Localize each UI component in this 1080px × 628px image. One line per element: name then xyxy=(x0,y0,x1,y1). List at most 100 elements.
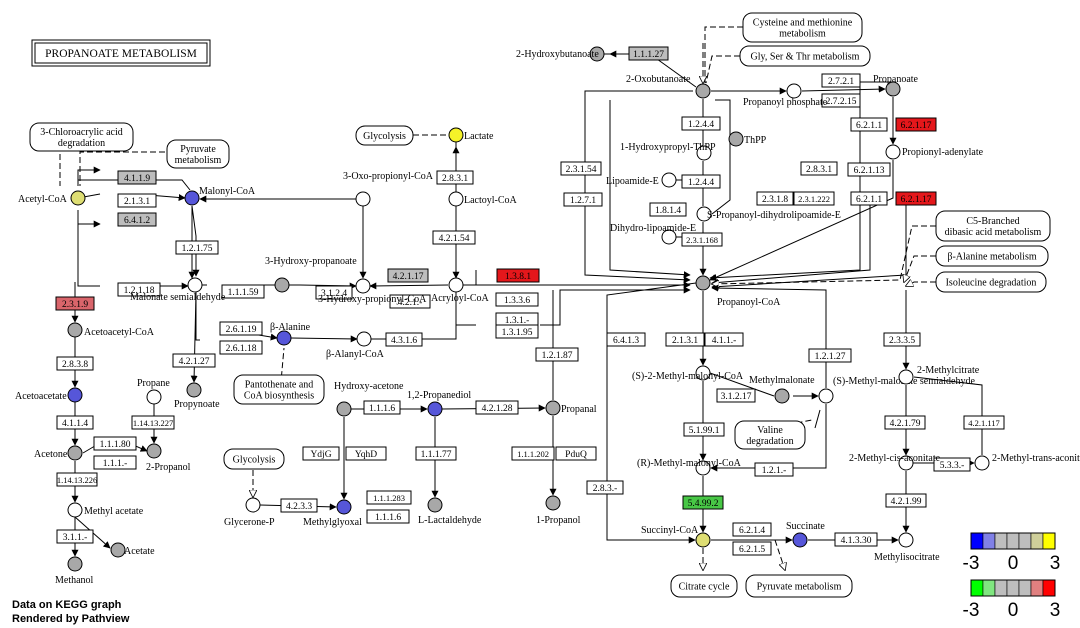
enzyme-box[interactable] xyxy=(219,340,263,355)
enzyme-e26[interactable]: 1.14.13.227 xyxy=(131,415,175,430)
compound-node[interactable] xyxy=(67,502,83,518)
compound-node[interactable] xyxy=(885,144,901,160)
map-box[interactable] xyxy=(935,271,1047,293)
compound-node[interactable] xyxy=(67,445,83,461)
enzyme-box[interactable] xyxy=(821,93,861,108)
enzyme-e55[interactable]: 6.2.1.17 xyxy=(895,191,937,206)
enzyme-e43[interactable]: 1.2.4.4 xyxy=(681,174,721,189)
compound-node[interactable] xyxy=(545,400,561,416)
compound-node[interactable] xyxy=(696,206,712,222)
compound-c35[interactable]: S-Propanoyl-dihydrolipoamide-E xyxy=(696,206,841,222)
enzyme-e21[interactable]: 2.8.3.8 xyxy=(56,356,94,371)
compound-node[interactable] xyxy=(661,172,677,188)
map-box[interactable] xyxy=(166,139,230,169)
enzyme-box[interactable] xyxy=(682,495,724,510)
enzyme-e46[interactable]: 2.3.1.8 xyxy=(756,191,794,206)
compound-c47[interactable]: 2-Methyl-trans-aconitate xyxy=(974,453,1080,471)
compound-c16[interactable]: Acetoacetyl-CoA xyxy=(67,322,155,338)
enzyme-box[interactable] xyxy=(793,191,835,206)
enzyme-box[interactable] xyxy=(475,400,519,415)
enzyme-e68[interactable]: 2.3.3.5 xyxy=(883,332,921,347)
compound-node[interactable] xyxy=(448,191,464,207)
enzyme-box[interactable] xyxy=(93,455,137,470)
enzyme-box[interactable] xyxy=(535,347,579,362)
map-link-m5[interactable]: Glycolysis xyxy=(355,125,414,146)
enzyme-e14[interactable]: 1.3.8.1 xyxy=(496,268,540,283)
map-box[interactable] xyxy=(935,245,1049,267)
enzyme-e45[interactable]: 2.3.1.168 xyxy=(681,232,723,247)
compound-c46[interactable]: 2-Methyl-cis-aconitate xyxy=(849,453,941,471)
compound-node[interactable] xyxy=(186,382,202,398)
compound-c21[interactable]: 2-Propanol xyxy=(146,443,191,473)
enzyme-box[interactable] xyxy=(511,446,555,461)
enzyme-box[interactable] xyxy=(850,117,888,132)
compound-node[interactable] xyxy=(589,46,605,62)
compound-node[interactable] xyxy=(898,455,914,471)
enzyme-e11[interactable]: 4.2.1.54 xyxy=(432,230,476,245)
compound-c5[interactable]: Lactate xyxy=(448,127,494,143)
compound-c22[interactable]: Methyl acetate xyxy=(67,502,144,518)
enzyme-e56[interactable]: 6.4.1.3 xyxy=(606,332,646,347)
compound-node[interactable] xyxy=(427,401,443,417)
enzyme-e9[interactable]: 2.3.1.9 xyxy=(55,296,95,311)
compound-c1[interactable]: 2-Hydroxybutanoate xyxy=(516,46,605,62)
compound-node[interactable] xyxy=(448,277,464,293)
enzyme-e52[interactable]: 6.2.1.17 xyxy=(895,117,937,132)
compound-node[interactable] xyxy=(545,495,561,511)
enzyme-box[interactable] xyxy=(117,193,157,208)
enzyme-box[interactable] xyxy=(628,46,669,61)
compound-node[interactable] xyxy=(661,229,677,245)
compound-c42[interactable]: (R)-Methyl-malonyl-CoA xyxy=(637,458,742,476)
compound-node[interactable] xyxy=(146,443,162,459)
enzyme-box[interactable] xyxy=(117,170,157,185)
enzyme-box[interactable] xyxy=(117,212,157,227)
compound-node[interactable] xyxy=(898,532,914,548)
enzyme-box[interactable] xyxy=(704,332,744,347)
map-box[interactable] xyxy=(670,574,738,598)
compound-c39[interactable]: (S)-2-Methyl-malonyl-CoA xyxy=(632,365,744,382)
compound-c43[interactable]: Succinyl-CoA xyxy=(641,525,711,548)
compound-node[interactable] xyxy=(274,277,290,293)
enzyme-box[interactable] xyxy=(385,332,423,347)
compound-c36[interactable]: Dihydro-lipoamide-E xyxy=(610,223,696,245)
enzyme-box[interactable] xyxy=(716,388,756,403)
compound-node[interactable] xyxy=(67,556,83,572)
compound-c25[interactable]: Hydroxy-acetone xyxy=(334,381,404,417)
enzyme-box[interactable] xyxy=(665,332,705,347)
enzyme-e61[interactable]: 5.1.99.1 xyxy=(683,422,725,437)
enzyme-e67[interactable]: 4.1.3.30 xyxy=(834,532,878,547)
enzyme-box[interactable] xyxy=(847,162,891,177)
compound-c28[interactable]: 1-Propanol xyxy=(536,495,581,526)
enzyme-e64[interactable]: 2.8.3.- xyxy=(586,480,624,495)
compound-c20[interactable]: Propynoate xyxy=(174,382,220,410)
compound-node[interactable] xyxy=(336,499,352,515)
enzyme-e44[interactable]: 1.8.1.4 xyxy=(649,202,687,217)
compound-node[interactable] xyxy=(695,460,711,476)
map-box[interactable] xyxy=(233,374,325,405)
enzyme-box[interactable] xyxy=(496,268,540,283)
compound-c48[interactable]: Methylisocitrate xyxy=(874,532,940,563)
enzyme-e23[interactable]: 4.1.1.4 xyxy=(56,415,94,430)
enzyme-box[interactable] xyxy=(315,285,353,300)
map-link-m12[interactable]: Citrate cycle xyxy=(670,574,738,598)
enzyme-box[interactable] xyxy=(56,529,94,544)
compound-node[interactable] xyxy=(70,190,86,206)
enzyme-e39[interactable]: PduQ xyxy=(555,446,597,461)
compound-node[interactable] xyxy=(276,330,292,346)
enzyme-box[interactable] xyxy=(366,509,410,524)
enzyme-e15[interactable]: 1.3.3.6 xyxy=(495,292,539,307)
map-link-m13[interactable]: Pyruvate metabolism xyxy=(745,574,853,598)
enzyme-e59[interactable]: 3.1.2.17 xyxy=(716,388,756,403)
compound-c31[interactable]: L-Lactaldehyde xyxy=(418,497,482,526)
compound-c29[interactable]: Glycerone-P xyxy=(224,497,275,528)
enzyme-box[interactable] xyxy=(495,324,539,339)
enzyme-box[interactable] xyxy=(883,332,921,347)
enzyme-e4[interactable]: 6.4.1.2 xyxy=(117,212,157,227)
compound-c23[interactable]: Acetate xyxy=(110,542,155,558)
enzyme-box[interactable] xyxy=(681,174,721,189)
enzyme-box[interactable] xyxy=(495,292,539,307)
enzyme-e22[interactable]: 4.2.1.27 xyxy=(172,353,216,368)
enzyme-e53[interactable]: 6.2.1.13 xyxy=(847,162,891,177)
enzyme-e2[interactable]: 4.1.1.9 xyxy=(117,170,157,185)
